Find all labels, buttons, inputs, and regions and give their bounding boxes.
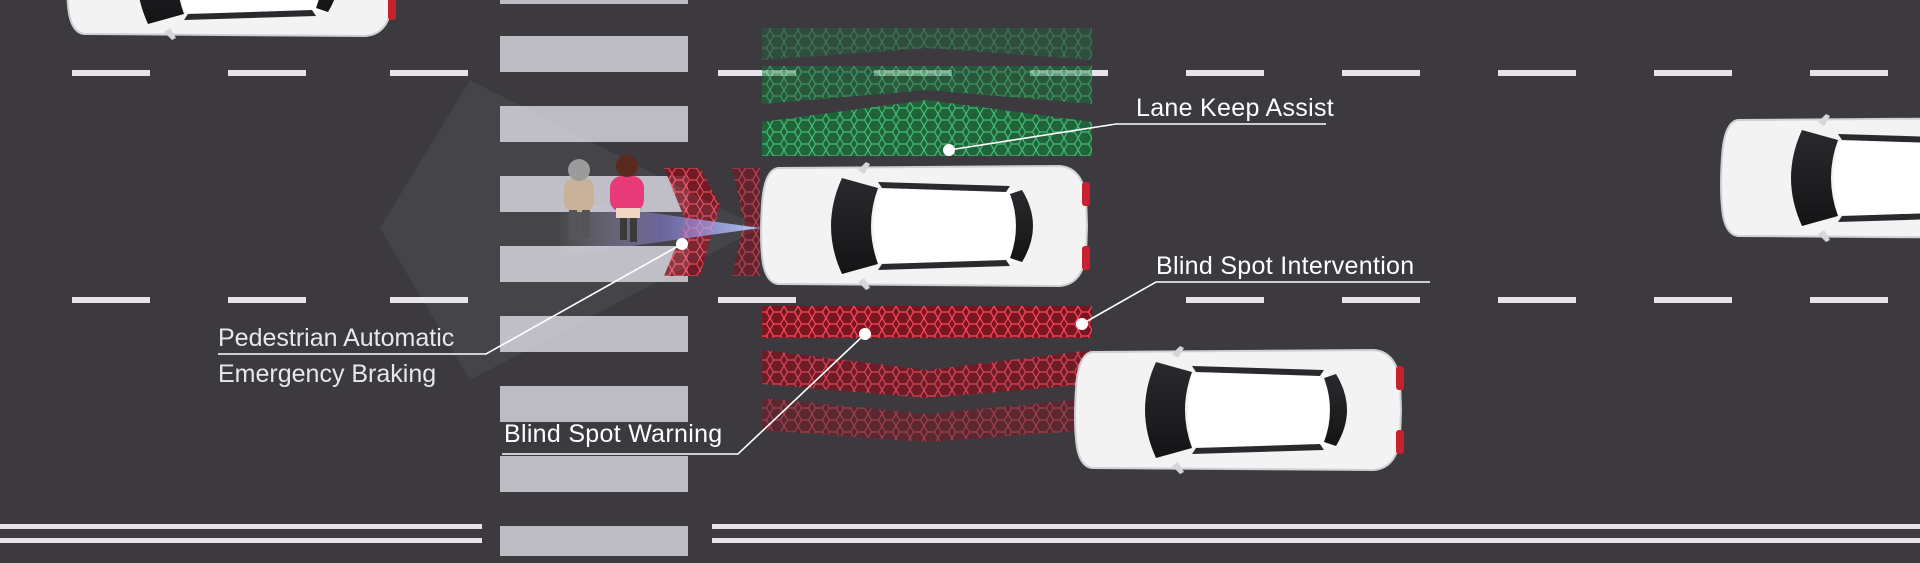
- blind-spot-zone: [664, 168, 1092, 442]
- label-dot-icon: [1076, 318, 1088, 330]
- label-dot-icon: [859, 328, 871, 340]
- label-pedestrian-braking-line1: Pedestrian Automatic: [218, 324, 454, 352]
- label-blind-spot-intervention: Blind Spot Intervention: [1156, 252, 1414, 280]
- label-lane-keep-assist: Lane Keep Assist: [1136, 94, 1334, 122]
- car-icon: [1720, 113, 1920, 243]
- label-dot-icon: [676, 238, 688, 250]
- label-blind-spot-warning: Blind Spot Warning: [504, 420, 722, 448]
- crosswalk: [500, 0, 688, 556]
- callout-lane-keep-assist: Lane Keep Assist: [943, 94, 1334, 156]
- label-pedestrian-braking-line2: Emergency Braking: [218, 360, 436, 388]
- label-dot-icon: [943, 144, 955, 156]
- callout-blind-spot-intervention: Blind Spot Intervention: [1076, 252, 1430, 330]
- car-icon: [66, 0, 397, 41]
- sensor-beam: [560, 200, 760, 256]
- pedestrian-icon: [564, 159, 594, 240]
- car-icon: [1074, 345, 1405, 475]
- pedestrian-icon: [610, 155, 644, 242]
- lane-keep-zone: [762, 28, 1092, 156]
- callout-pedestrian-braking: Pedestrian Automatic Emergency Braking: [218, 238, 688, 388]
- callout-blind-spot-warning: Blind Spot Warning: [502, 328, 871, 455]
- car-icon: [760, 161, 1091, 291]
